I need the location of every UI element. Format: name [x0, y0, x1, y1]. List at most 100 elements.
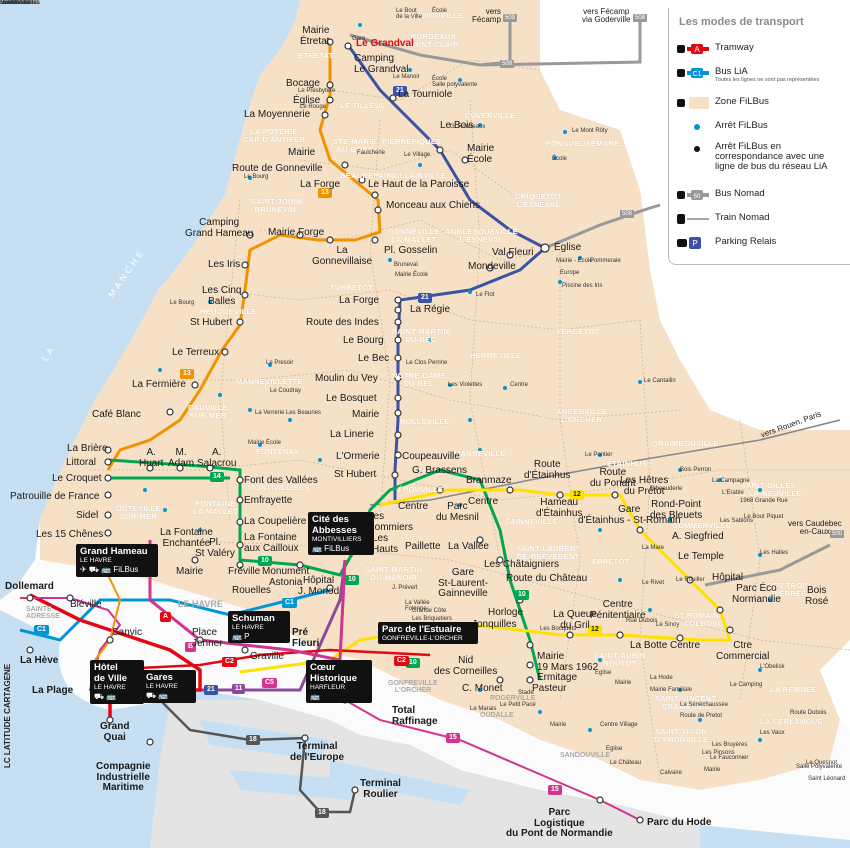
stop-jonquilles[interactable]: Jonquilles [472, 619, 517, 630]
stop-latourniole[interactable]: La Tourniole [398, 89, 453, 100]
stop-lafontaine[interactable]: La Fontaine aux Cailloux [244, 532, 299, 554]
stop-gare-etainhus[interactable]: Gare d'Étainhus - St-Romain [578, 504, 681, 526]
stop-laregie[interactable]: La Régie [410, 304, 451, 315]
stop-parc-hode[interactable]: Parc du Hode [647, 817, 712, 828]
stop-sthubert-2[interactable]: St Hubert [334, 469, 377, 480]
stop-grand-quai[interactable]: Grand Quai [100, 721, 130, 743]
stop-branmaze[interactable]: Branmaze [466, 475, 512, 486]
stop-parceco[interactable]: Parc Éco Normandie [732, 583, 781, 605]
stop-cafeblanc[interactable]: Café Blanc [92, 409, 141, 420]
stop-monument-astonia[interactable]: Monument Astonia [262, 566, 310, 588]
stop-paillette[interactable]: Paillette [405, 541, 441, 552]
stop-laheve[interactable]: La Hève [20, 655, 59, 666]
stop-mairie-ecole[interactable]: Mairie École [467, 143, 495, 165]
stop-lescinqballes[interactable]: Les Cinq Balles [202, 285, 242, 307]
stop-camping-grandval[interactable]: Camping Le Grandval [354, 53, 409, 75]
stop-dollemard[interactable]: Dollemard [5, 581, 54, 592]
stop-terminal-roulier[interactable]: Terminal Roulier [360, 778, 401, 800]
stop-lecroquet[interactable]: Le Croquet [52, 473, 102, 484]
hub-parc-estuaire[interactable]: Parc de l'Estuaire GONFREVILLE-L'ORCHER [378, 622, 478, 644]
stop-sthubert-1[interactable]: St Hubert [190, 317, 233, 328]
stop-mairie-2[interactable]: Mairie [288, 147, 316, 158]
stop-plgosselin[interactable]: Pl. Gosselin [384, 245, 438, 256]
stop-lafermiere[interactable]: La Fermière [132, 379, 186, 390]
stop-hopital-2[interactable]: Hôpital [712, 572, 744, 583]
stop-mairie-3[interactable]: Mairie [352, 409, 380, 420]
stop-gare-stlaurent[interactable]: Gare St-Laurent- Gainneville [438, 567, 489, 599]
hub-coeur-historique[interactable]: Cœur Historique HARFLEUR 🚌 [306, 660, 372, 703]
stop-leshauts[interactable]: Les Hauts [372, 533, 399, 555]
hub-cite-abbesses[interactable]: Cité des Abbesses MONTIVILLIERS 🚌 FiLBus [308, 512, 374, 555]
stop-lafontaine-enchantee[interactable]: La Fontaine Enchantée [160, 527, 213, 549]
stop-coupeauville[interactable]: Coupeauville [402, 451, 460, 462]
stop-hameau-etainhus[interactable]: Hameau d'Étainhus [536, 497, 583, 519]
stop-cmonet[interactable]: C. Monet [462, 683, 503, 694]
stop-lagonnevillaise[interactable]: La Gonnevillaise [312, 245, 373, 267]
stop-lebois[interactable]: Le Bois [440, 120, 474, 131]
stop-compagnie-maritime[interactable]: Compagnie Industrielle Maritime [96, 761, 151, 793]
stop-gbrassens[interactable]: G. Brassens [412, 465, 468, 476]
stop-boisrose[interactable]: Bois Rosé [805, 585, 829, 607]
hub-grandhameau[interactable]: Grand Hameau LE HAVRE ✈ ⛟ 🚌 FiLBus [76, 544, 158, 577]
stop-letemple[interactable]: Le Temple [678, 551, 724, 562]
hub-gares[interactable]: Gares LE HAVRE ⛟ 🚌 [142, 670, 196, 703]
stop-route-etainhus[interactable]: Route d'Étainhus [524, 459, 571, 481]
stop-camping-grandhameau[interactable]: Camping Grand Hameau [185, 217, 254, 239]
stop-parc-logistique[interactable]: Parc Logistique du Pont de Normandie [506, 807, 613, 839]
stop-lavallee[interactable]: La Vallée [448, 541, 489, 552]
stop-place-jenner[interactable]: Place Jenner [192, 627, 223, 649]
stop-lespommiers[interactable]: Les Pommiers [368, 511, 414, 533]
stop-nid-corneilles[interactable]: Nid des Corneilles [434, 655, 498, 677]
stop-leterreux[interactable]: Le Terreux [172, 347, 220, 358]
stop-lehautparoisse[interactable]: Le Haut de la Paroisse [368, 179, 470, 190]
stop-lebourg[interactable]: Le Bourg [343, 335, 384, 346]
stop-centre-1[interactable]: Centre [398, 501, 429, 512]
stop-madam[interactable]: M. Adam [168, 447, 195, 469]
stop-route-chateau[interactable]: Route du Château [506, 573, 588, 584]
stop-lebosquet[interactable]: Le Bosquet [326, 393, 377, 404]
stop-route-gonneville[interactable]: Route de Gonneville [232, 163, 323, 174]
stop-ahuart[interactable]: A. Huart [139, 447, 164, 469]
stop-route-indes[interactable]: Route des Indes [306, 317, 379, 328]
stop-freville[interactable]: Fréville [228, 566, 261, 577]
stop-mairie-19mars[interactable]: Mairie 19 Mars 1962 [537, 651, 599, 673]
stop-asiegfried[interactable]: A. Siegfried [672, 531, 724, 542]
stop-leschataigniers[interactable]: Les Châtaigniers [484, 559, 560, 570]
stop-lalinerie[interactable]: La Linerie [330, 429, 374, 440]
stop-laplage[interactable]: La Plage [32, 685, 74, 696]
stop-pre-fleuri[interactable]: Pré Fleuri [292, 627, 320, 649]
stop-total-raffinage[interactable]: Total Raffinage [392, 705, 438, 727]
stop-valfleuri[interactable]: Val Fleuri [492, 247, 534, 258]
stop-lacoupeliere[interactable]: La Coupelière [244, 516, 307, 527]
stop-parc-mesnil[interactable]: Parc du Mesnil [436, 501, 479, 523]
stop-asalacrou[interactable]: A. Salacrou [197, 447, 237, 469]
stop-mairie-forge[interactable]: Mairie Forge [268, 227, 325, 238]
stop-les15chenes[interactable]: Les 15 Chênes [36, 529, 104, 540]
stop-plstvalery[interactable]: Pl. St Valéry [195, 537, 235, 559]
stop-mondeville[interactable]: Mondeville [468, 261, 516, 272]
stop-emfrayette[interactable]: Emfrayette [244, 495, 293, 506]
hub-schuman[interactable]: Schuman LE HAVRE 🚌 P [228, 611, 290, 643]
stop-eglise-1[interactable]: Église [293, 95, 321, 106]
stop-graville[interactable]: Graville [250, 651, 284, 662]
stop-monceau[interactable]: Monceau aux Chiens [386, 200, 480, 211]
hub-hotel-de-ville[interactable]: Hôtel de Ville LE HAVRE ⛟ 🚌 [90, 660, 144, 704]
stop-laqueue[interactable]: La Queue du Gril [553, 609, 597, 631]
stop-lamoyennerie[interactable]: La Moyennerie [244, 109, 311, 120]
stop-grandval[interactable]: Le Grandval [356, 38, 414, 49]
stop-lebec[interactable]: Le Bec [358, 353, 390, 364]
stop-moulinvey[interactable]: Moulin du Vey [315, 373, 378, 384]
stop-centre-2[interactable]: Centre [468, 496, 499, 507]
stop-patrouille[interactable]: Patrouille de France [10, 491, 100, 502]
stop-mairie-etretat[interactable]: Mairie Étretat [300, 25, 330, 47]
stop-rouelles[interactable]: Rouelles [232, 585, 271, 596]
stop-sanvic[interactable]: Sanvic [112, 627, 143, 638]
stop-laforge-2[interactable]: La Forge [339, 295, 380, 306]
stop-centre-3[interactable]: Centre [670, 640, 701, 651]
stop-sidel[interactable]: Sidel [76, 510, 99, 521]
stop-lormerie[interactable]: L'Ormerie [336, 451, 380, 462]
stop-bocage[interactable]: Bocage [286, 78, 320, 89]
stop-horloge[interactable]: Horloge [488, 607, 524, 618]
stop-rondpoint[interactable]: Rond-Point des Bleuets [650, 499, 703, 521]
stop-littoral[interactable]: Littoral [66, 457, 97, 468]
